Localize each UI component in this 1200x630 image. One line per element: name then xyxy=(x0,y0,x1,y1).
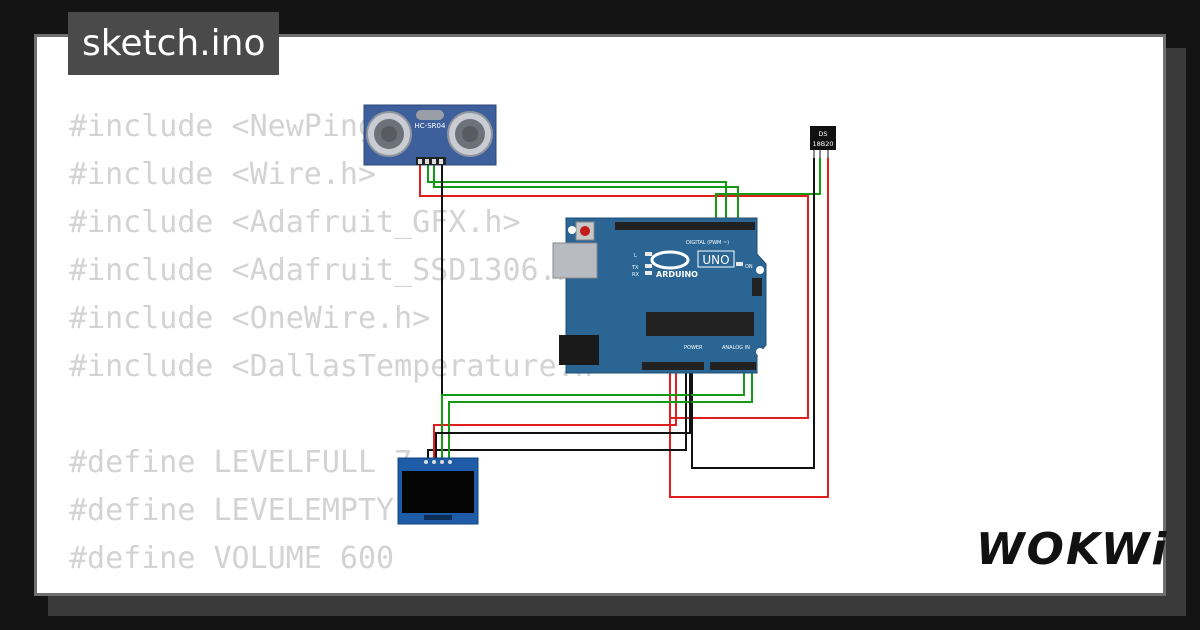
wire-ds18b20-data xyxy=(715,150,821,222)
wire-oled-gnd xyxy=(427,367,687,462)
analog-label: ANALOG IN xyxy=(722,345,750,351)
digital-label: DIGITAL (PWM ~) xyxy=(686,240,729,246)
ultrasonic-sensor[interactable]: HC-SR04 xyxy=(363,104,497,166)
ds18b20-label-1: DS xyxy=(818,130,827,138)
ds18b20-sensor[interactable]: DS 18B20 xyxy=(810,126,836,158)
wire-oled-vcc xyxy=(433,367,677,462)
ds18b20-label-2: 18B20 xyxy=(812,140,833,148)
oled-screen xyxy=(402,471,474,513)
usb-port xyxy=(552,242,598,279)
wire-oled-scl xyxy=(441,367,745,462)
oled-display[interactable] xyxy=(397,457,479,525)
atmega-chip xyxy=(646,312,754,336)
wire-oled-sda xyxy=(448,367,753,462)
wire-sensor-trig xyxy=(427,165,727,222)
code-line: #include <OneWire.h> xyxy=(69,301,431,336)
power-label: POWER xyxy=(684,345,703,351)
code-background: #include <NewPing.h>#include <Wire.h>#in… xyxy=(69,103,611,593)
card-shadow-right xyxy=(1166,48,1186,616)
code-line: #include <DallasTemperature.h> xyxy=(69,349,611,384)
icsp-header xyxy=(752,278,762,296)
code-line: #define VOLUME 600 xyxy=(69,541,395,576)
ultrasonic-label: HC-SR04 xyxy=(415,122,446,130)
power-header xyxy=(642,362,704,370)
led-label-rx: RX xyxy=(632,272,639,278)
power-jack xyxy=(559,335,599,365)
sketch-filename-tab[interactable]: sketch.ino xyxy=(68,12,280,75)
arduino-brand: ARDUINO xyxy=(656,270,698,279)
wire-sensor-echo xyxy=(433,165,739,222)
arduino-logo-icon xyxy=(650,250,690,270)
code-line: #define OLED_ADDRESS 0x3C xyxy=(69,583,611,593)
code-line: #define LEVELFULL 7 xyxy=(69,445,413,480)
digital-header xyxy=(615,222,755,230)
on-label: ON xyxy=(745,264,753,270)
preview-card: #include <NewPing.h>#include <Wire.h>#in… xyxy=(34,34,1166,596)
code-line: #include <Adafruit_SSD1306.h> xyxy=(69,253,593,288)
led-label-tx: TX xyxy=(631,265,639,271)
arduino-model: UNO xyxy=(702,253,729,267)
card-shadow-bottom xyxy=(48,596,1186,616)
wire-oled-gnd-2 xyxy=(435,367,691,462)
led-label-l: L xyxy=(634,253,637,259)
code-line: #include <Wire.h> xyxy=(69,157,377,192)
wokwi-logo: WOKWi xyxy=(976,524,1169,575)
wires xyxy=(419,150,829,498)
analog-header xyxy=(710,362,756,370)
code-line: #include <Adafruit_GFX.h> xyxy=(69,205,521,240)
arduino-uno[interactable]: ARDUINO UNO DIGITAL (PWM ~) POWER ANALOG… xyxy=(552,217,767,374)
wire-ds18b20-gnd xyxy=(691,150,815,469)
